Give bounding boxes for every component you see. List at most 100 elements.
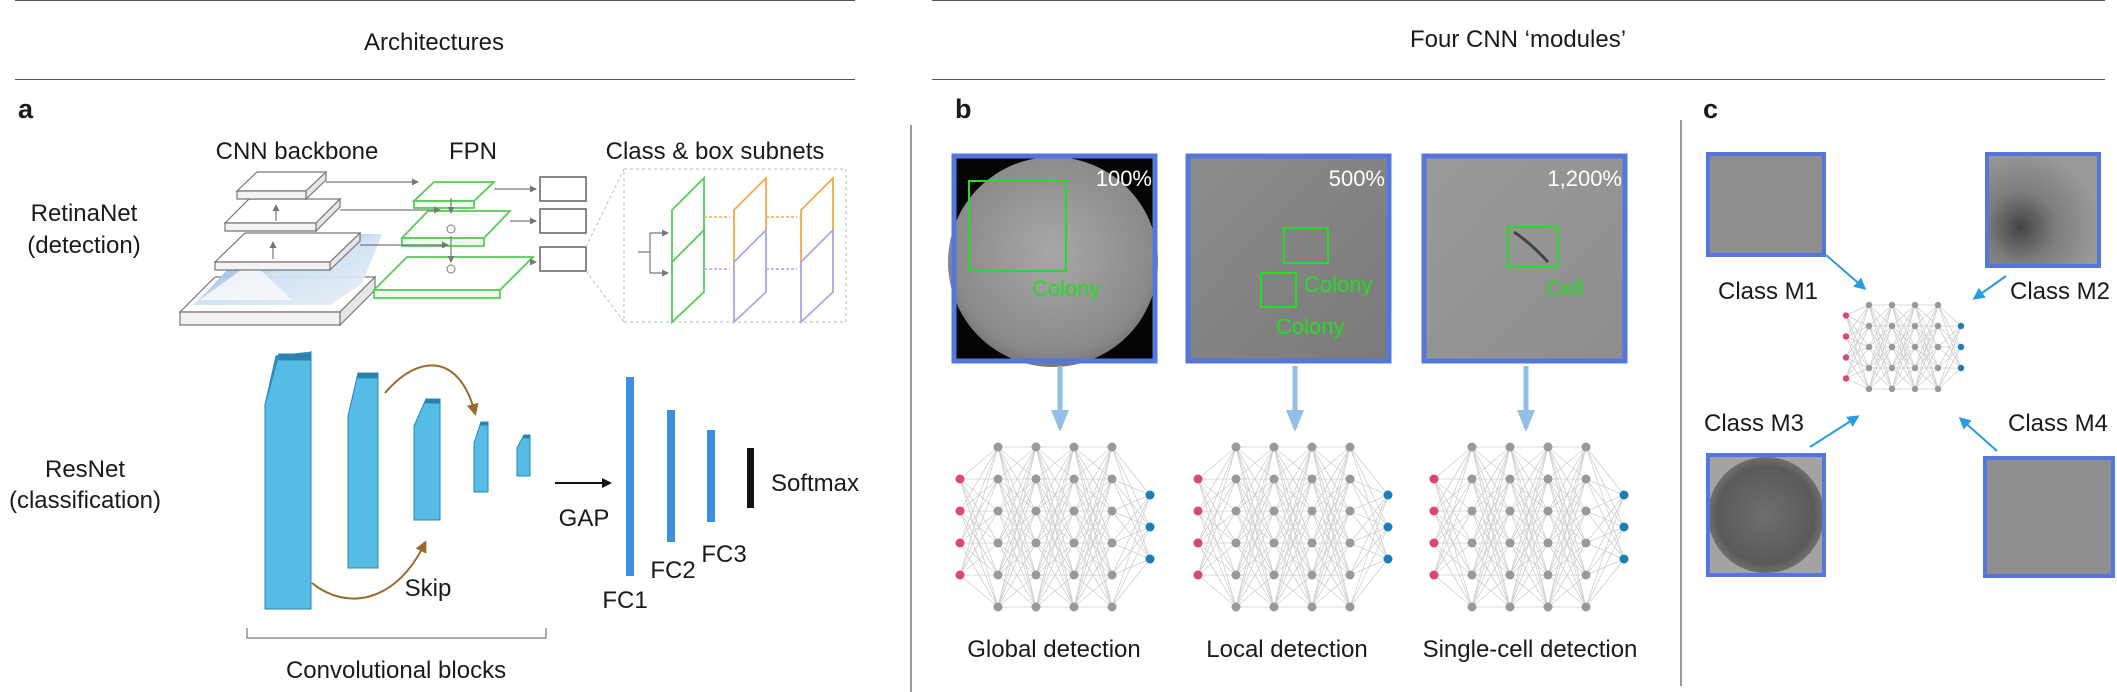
network-edge [1433, 446, 1473, 576]
network-edge [1035, 574, 1075, 608]
network-node [1842, 375, 1850, 382]
class-m1-label: Class M1 [1718, 278, 1818, 305]
retinanet-label-line1: RetinaNet [31, 200, 138, 227]
network-node [1231, 442, 1241, 452]
microscopy-image-single-cell [1421, 153, 1628, 364]
network-edge [1197, 446, 1237, 544]
network-edge [1868, 304, 1893, 327]
colony-label-local-1: Colony [1304, 272, 1372, 297]
network-edge [1073, 446, 1113, 576]
network-edge [1471, 446, 1511, 544]
network-node [1865, 322, 1873, 330]
network-edge [1433, 446, 1473, 544]
network-node [1888, 301, 1896, 309]
network-node [1269, 442, 1279, 452]
network-edge [1471, 478, 1511, 608]
network-edge [1349, 526, 1389, 608]
network-edge [1509, 478, 1549, 608]
network-edge [1073, 446, 1113, 480]
network-node [1231, 538, 1241, 548]
network-edge [1937, 325, 1962, 390]
network-edge [1311, 574, 1351, 608]
thumb-m1 [1706, 152, 1826, 257]
network-node [1383, 490, 1393, 500]
network-edge [1197, 478, 1237, 576]
network-edge [997, 510, 1037, 608]
network-edge [1197, 574, 1237, 608]
skip-label: Skip [405, 575, 452, 602]
network-node [1383, 554, 1393, 564]
network-node [1107, 442, 1117, 452]
cnn-backbone-stack [178, 170, 382, 327]
network-edge [1891, 304, 1916, 327]
conv-block-5 [516, 434, 531, 477]
network-node [1934, 301, 1942, 309]
network-edge [1273, 446, 1313, 480]
fc2-bar [667, 410, 675, 542]
panel-letter-a: a [18, 94, 34, 124]
network-edge [1868, 346, 1893, 390]
network-node [1031, 442, 1041, 452]
network-edge [1311, 446, 1351, 512]
network-edge [1073, 478, 1113, 608]
network-edge [1349, 558, 1389, 608]
network-edge [1547, 478, 1587, 608]
network-node [1505, 602, 1515, 612]
network-node [1031, 474, 1041, 484]
network-edge [1891, 346, 1916, 390]
network-edge [1273, 446, 1313, 608]
network-edge [1235, 446, 1275, 480]
network-node [1193, 570, 1203, 580]
network-edge [1471, 446, 1511, 480]
thumb-m2 [1985, 152, 2101, 268]
network-node [1429, 538, 1439, 548]
network-node [1231, 570, 1241, 580]
network-edge [1509, 542, 1549, 608]
network-edge [1433, 446, 1473, 512]
network-node [1231, 474, 1241, 484]
network-node [1543, 506, 1553, 516]
network-edge [1891, 304, 1916, 390]
network-edge [1868, 304, 1893, 369]
panel-letter-b: b [955, 94, 972, 124]
network-node [1307, 538, 1317, 548]
network-edge [1937, 325, 1962, 369]
gap-label: GAP [559, 505, 610, 532]
network-edge [1073, 574, 1113, 608]
network-edge [1311, 446, 1351, 480]
network-edge [1433, 574, 1473, 608]
network-edge [1471, 574, 1511, 608]
subnets-label: Class & box subnets [606, 138, 825, 165]
network-edge [1845, 378, 1870, 390]
network-edge [959, 446, 999, 512]
fc3-label: FC3 [701, 541, 746, 568]
network-edge [1073, 542, 1113, 608]
network-edge [1891, 367, 1916, 390]
network-node [993, 602, 1003, 612]
network-node [1269, 506, 1279, 516]
network-node [1031, 538, 1041, 548]
network-edge [1235, 446, 1275, 544]
network-node [1934, 385, 1942, 393]
network-edge [1111, 558, 1151, 608]
network-node [1107, 506, 1117, 516]
network-node [1934, 364, 1942, 372]
network-edge [1111, 494, 1151, 576]
head-output-boxes [539, 176, 587, 272]
network-edge [1235, 446, 1275, 512]
network-node [1145, 490, 1155, 500]
network-edge [1349, 494, 1389, 544]
network-edge [1891, 304, 1916, 348]
network-node [1581, 474, 1591, 484]
network-node [1581, 602, 1591, 612]
network-edge [1509, 446, 1549, 544]
class-m2-label: Class M2 [2010, 278, 2110, 305]
network-edge [1471, 510, 1511, 608]
network-edge [1073, 446, 1113, 512]
caption-single-cell-detection: Single-cell detection [1423, 636, 1638, 663]
panel-letter-c: c [1703, 94, 1718, 124]
network-node [1467, 570, 1477, 580]
network-node [1193, 506, 1203, 516]
network-edge [1585, 494, 1625, 576]
network-edge [959, 446, 999, 576]
